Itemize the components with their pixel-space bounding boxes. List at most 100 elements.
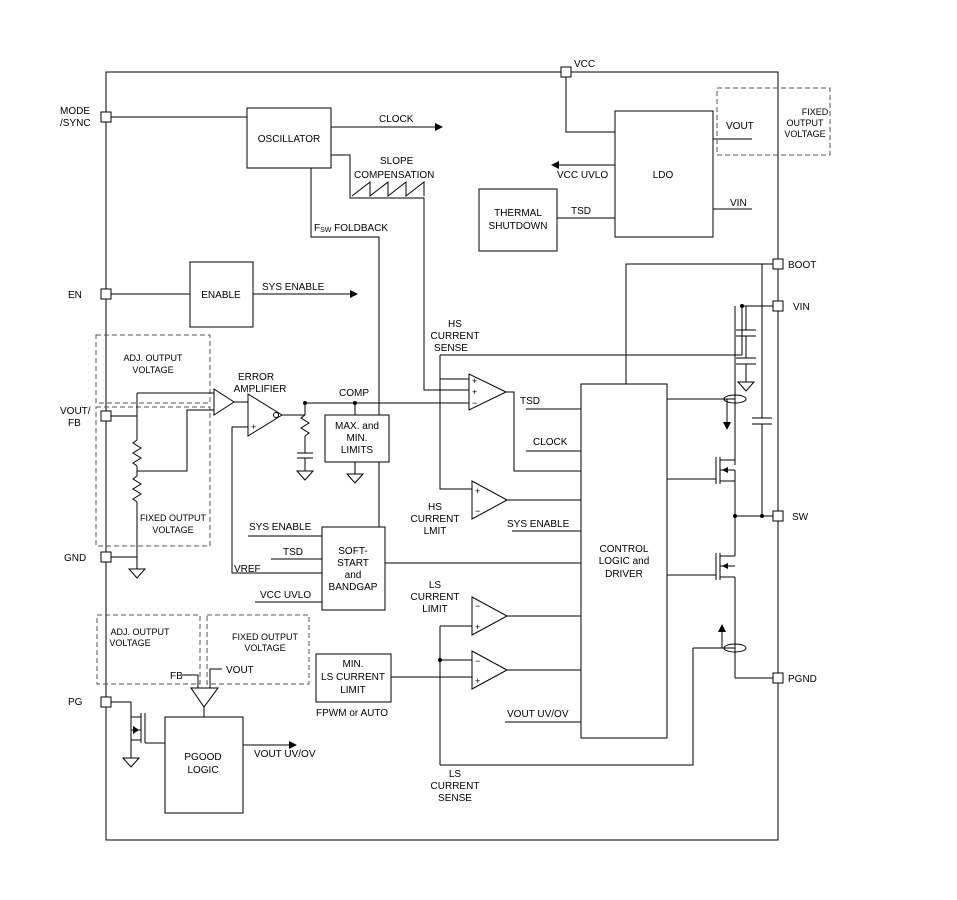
oscillator-label: OSCILLATOR: [258, 134, 320, 145]
gnd-symbol: [127, 568, 147, 579]
fixed-output-pg-label-1: FIXED OUTPUT: [232, 632, 299, 642]
pwm-comp-minus: −: [472, 398, 477, 408]
sawtooth-icon: [351, 180, 425, 198]
ls-limit-plus: +: [475, 622, 480, 632]
thermal-label-2: SHUTDOWN: [489, 221, 548, 232]
ls-limit-label-2: CURRENT: [411, 592, 460, 603]
control-label-2: LOGIC and: [599, 556, 650, 567]
hs-mosfet: [667, 457, 736, 516]
control-label-1: CONTROL: [600, 544, 649, 555]
thermal-shutdown-block: [478, 188, 558, 252]
ls-sense-label-1: LS: [449, 769, 462, 780]
pin-vcc: VCC: [560, 59, 595, 78]
min-ls-minus: −: [475, 656, 480, 666]
adj-output-pg-dashbox: [96, 614, 201, 685]
pg-mosfet: [111, 701, 165, 768]
fsw-foldback-label: FSW FOLDBACK: [314, 223, 388, 234]
vout-uvov-pg-label: VOUT UV/OV: [254, 749, 316, 760]
input-buffer: [213, 388, 235, 416]
fixed-output-pg-dashbox: [206, 614, 310, 685]
hs-limit-label-2: CURRENT: [411, 514, 460, 525]
ic-boundary: [105, 71, 779, 841]
limits-label-1: MAX. and: [335, 421, 379, 432]
pin-sw-label: SW: [792, 512, 809, 523]
control-logic-block: [580, 383, 668, 739]
pin-pgnd: PGND: [772, 672, 817, 685]
pg-mux: [190, 687, 219, 708]
fixed-top-label-1: FIXED: [802, 107, 829, 117]
pin-sw: SW: [772, 510, 809, 523]
error-amp-label-1: ERROR: [238, 372, 274, 383]
pin-vin-label: VIN: [793, 302, 810, 313]
enable-label: ENABLE: [201, 290, 241, 301]
softstart-label-2: START: [337, 558, 369, 569]
fixed-top-label-3: VOLTAGE: [784, 129, 825, 139]
control-label-3: DRIVER: [605, 569, 643, 580]
sys-enable-ctrl-label: SYS ENABLE: [507, 519, 570, 530]
fb-label: FB: [170, 671, 183, 682]
adj-output-dashbox: [95, 334, 211, 404]
hs-limit-label-3: LMIT: [424, 526, 447, 537]
pin-pgnd-label: PGND: [788, 674, 817, 685]
hs-sense-label-3: SENSE: [434, 343, 468, 354]
fixed-output-left-dashbox: [95, 406, 211, 547]
comp-resistor: [300, 414, 310, 437]
vcc-uvlo-ldo-label: VCC UVLO: [557, 170, 608, 181]
pin-en-label: EN: [68, 290, 82, 301]
fixed-output-pg-label-2: VOLTAGE: [244, 643, 285, 653]
pin-mode-sync: MODE /SYNC: [60, 106, 112, 129]
error-amp-label-2: AMPLIFIER: [234, 384, 287, 395]
slope-label-1: SLOPE: [380, 156, 414, 167]
adj-output-label-1: ADJ. OUTPUT: [123, 353, 183, 363]
fixed-output-left-label-2: VOLTAGE: [152, 525, 193, 535]
resistor-upper: [132, 439, 142, 467]
vout-uvov-ctrl-label: VOUT UV/OV: [507, 709, 569, 720]
tsd-ctrl-label: TSD: [520, 396, 540, 407]
hs-limit-label-1: HS: [428, 502, 442, 513]
pwm-comp-plus-2: +: [472, 387, 477, 397]
ls-sense-label-3: SENSE: [438, 793, 472, 804]
ldo-vout-label: VOUT: [726, 121, 754, 132]
ls-limit-label-1: LS: [429, 580, 442, 591]
pin-vin: VIN: [772, 300, 810, 313]
softstart-label-1: SOFT-: [338, 546, 367, 557]
ls-mosfet: [667, 516, 736, 580]
hs-limit-plus: +: [475, 486, 480, 496]
fixed-output-left-label-1: FIXED OUTPUT: [140, 513, 207, 523]
ldo-vin-label: VIN: [730, 198, 747, 209]
clock-ctrl-label: CLOCK: [533, 437, 568, 448]
ls-current-sense-coil: [723, 643, 747, 653]
hs-sense-label-2: CURRENT: [431, 331, 480, 342]
pin-boot: BOOT: [772, 258, 816, 271]
pin-gnd-label: GND: [64, 553, 86, 564]
vout-pg-label: VOUT: [226, 665, 254, 676]
error-amplifier: [247, 393, 283, 437]
pin-gnd: GND: [64, 551, 112, 564]
adj-output-pg-label-2: VOLTAGE: [109, 638, 150, 648]
hs-sense-label-1: HS: [448, 319, 462, 330]
resistor-lower: [132, 475, 142, 503]
comp-label: COMP: [339, 388, 369, 399]
ls-limit-label-3: LIMIT: [422, 604, 448, 615]
clock-out-label: CLOCK: [379, 114, 414, 125]
ls-limit-minus: −: [475, 601, 480, 611]
pin-en: EN: [68, 288, 112, 301]
sys-enable-out-label: SYS ENABLE: [262, 282, 325, 293]
min-ls-plus: +: [475, 676, 480, 686]
ss-tsd-label: TSD: [283, 547, 303, 558]
min-ls-label-2: LS CURRENT: [321, 672, 385, 683]
hs-limit-minus: −: [475, 506, 480, 516]
ss-sys-enable-label: SYS ENABLE: [249, 522, 312, 533]
ldo-label: LDO: [653, 170, 674, 181]
pin-voutfb-label-2: FB: [68, 418, 81, 429]
pgood-label-2: LOGIC: [187, 765, 218, 776]
min-ls-comparator: [471, 650, 509, 690]
softstart-block: [321, 526, 386, 611]
min-ls-label-1: MIN.: [342, 659, 363, 670]
pin-vcc-label: VCC: [574, 59, 595, 70]
ss-vcc-uvlo-label: VCC UVLO: [260, 590, 311, 601]
pin-mode-label-2: /SYNC: [60, 118, 91, 129]
limits-label-3: LIMITS: [341, 445, 374, 456]
pin-pg: PG: [68, 696, 112, 708]
